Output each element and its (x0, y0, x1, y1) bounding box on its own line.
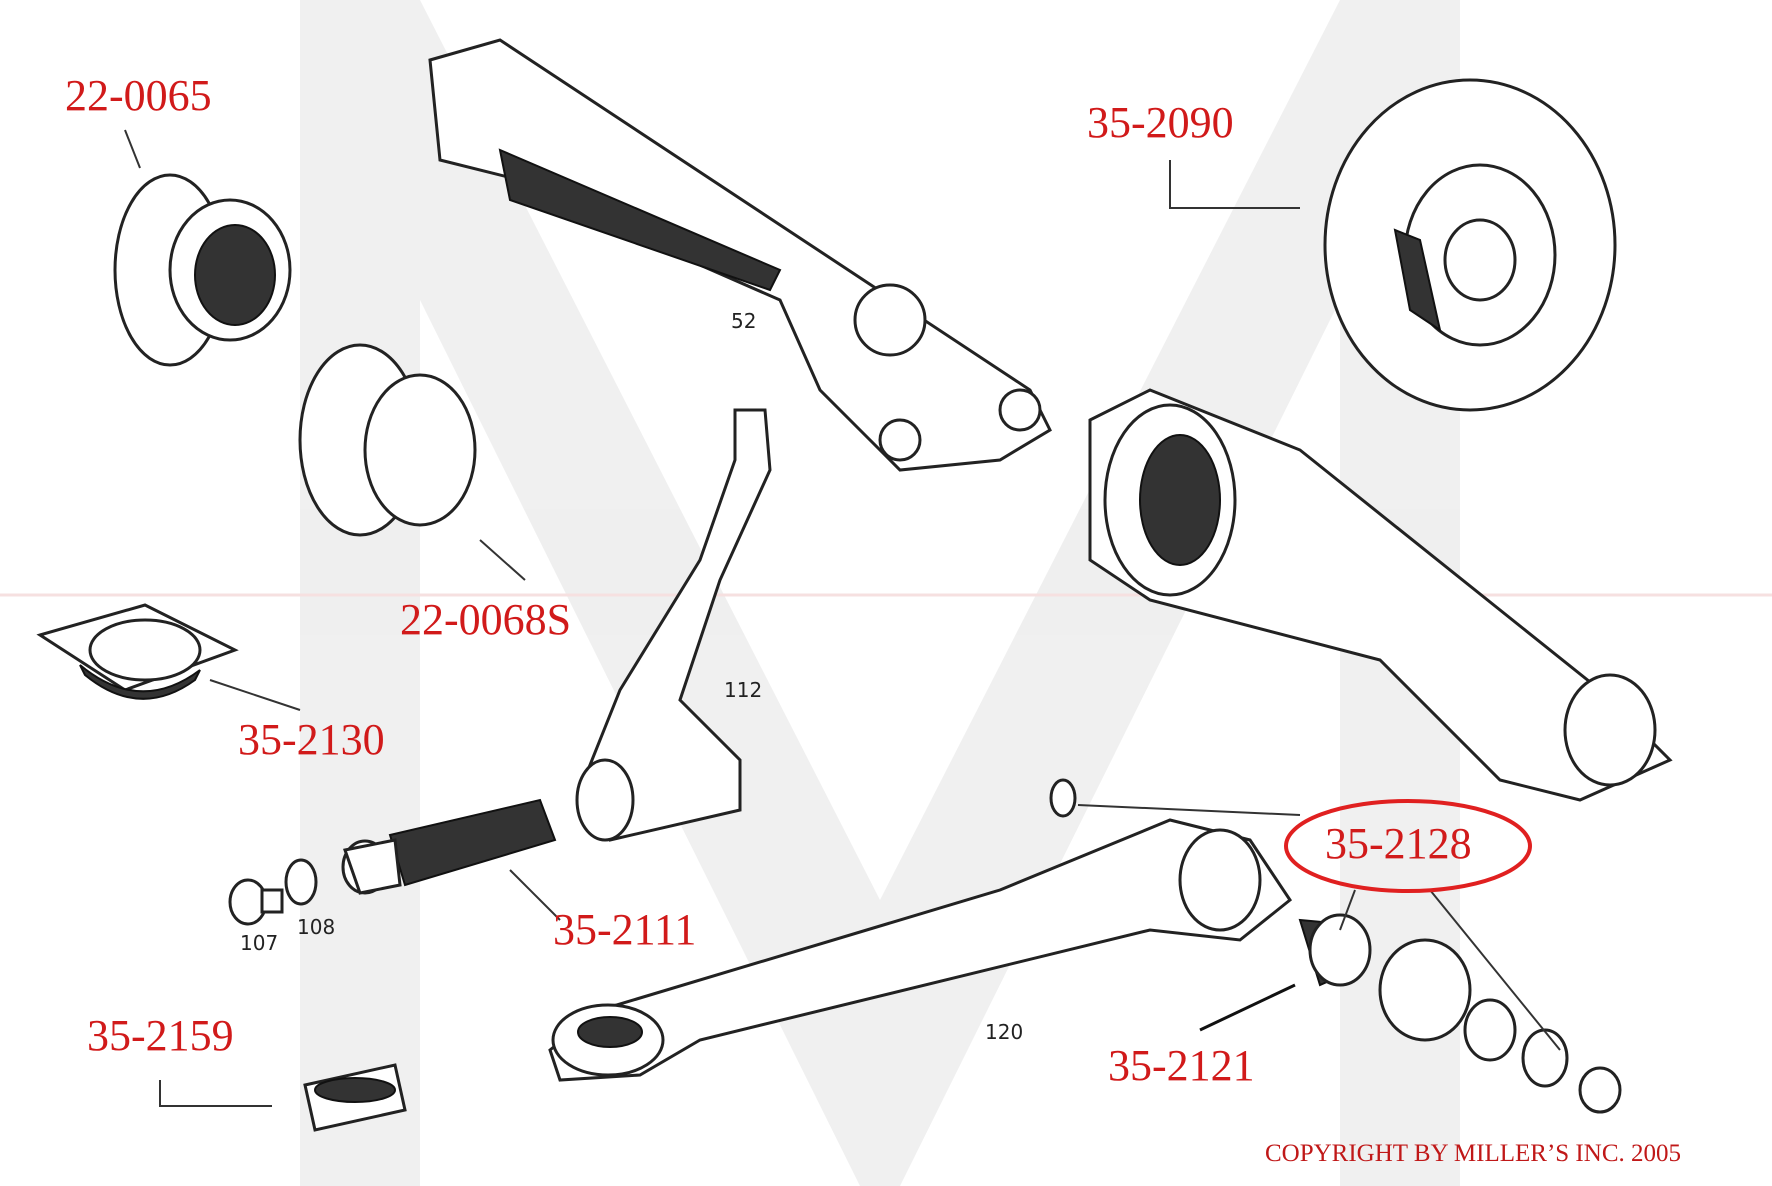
pivot-tube-35-2111 (341, 798, 557, 895)
part-number-35-2128: 35-2128 (1325, 819, 1472, 868)
leader-lines (124, 129, 1561, 1107)
bushing-35-2159 (303, 1063, 407, 1132)
boot-22-0068S (298, 343, 477, 537)
axle-beam-52 (428, 38, 1052, 472)
axle-housing (1088, 388, 1673, 802)
lower-arm-120 (548, 818, 1293, 1082)
copyright-notice: COPYRIGHT BY MILLER’S INC. 2005 (1265, 1140, 1681, 1167)
part-number-35-2111: 35-2111 (553, 905, 696, 954)
ref-number-108: 108 (297, 915, 335, 939)
ref-number-52: 52 (731, 309, 756, 333)
part-number-35-2090: 35-2090 (1087, 98, 1234, 147)
washers (1049, 778, 1622, 1114)
brake-disc-drawing (1323, 78, 1617, 412)
bushing-35-2121 (1298, 913, 1372, 987)
highlight-ellipse (1284, 799, 1532, 893)
part-number-35-2159: 35-2159 (87, 1011, 234, 1060)
arm-112 (575, 408, 772, 842)
mount-35-2130 (36, 603, 239, 700)
boot-22-0065 (113, 173, 292, 367)
ref-number-112: 112 (724, 678, 762, 702)
bolt-107 (228, 878, 284, 926)
part-number-22-0068S: 22-0068S (400, 595, 571, 644)
ref-number-120: 120 (985, 1020, 1023, 1044)
part-number-22-0065: 22-0065 (65, 71, 212, 120)
part-number-35-2130: 35-2130 (238, 715, 385, 764)
ref-number-107: 107 (240, 931, 278, 955)
part-number-35-2121: 35-2121 (1108, 1041, 1255, 1090)
washer-108 (284, 858, 318, 906)
